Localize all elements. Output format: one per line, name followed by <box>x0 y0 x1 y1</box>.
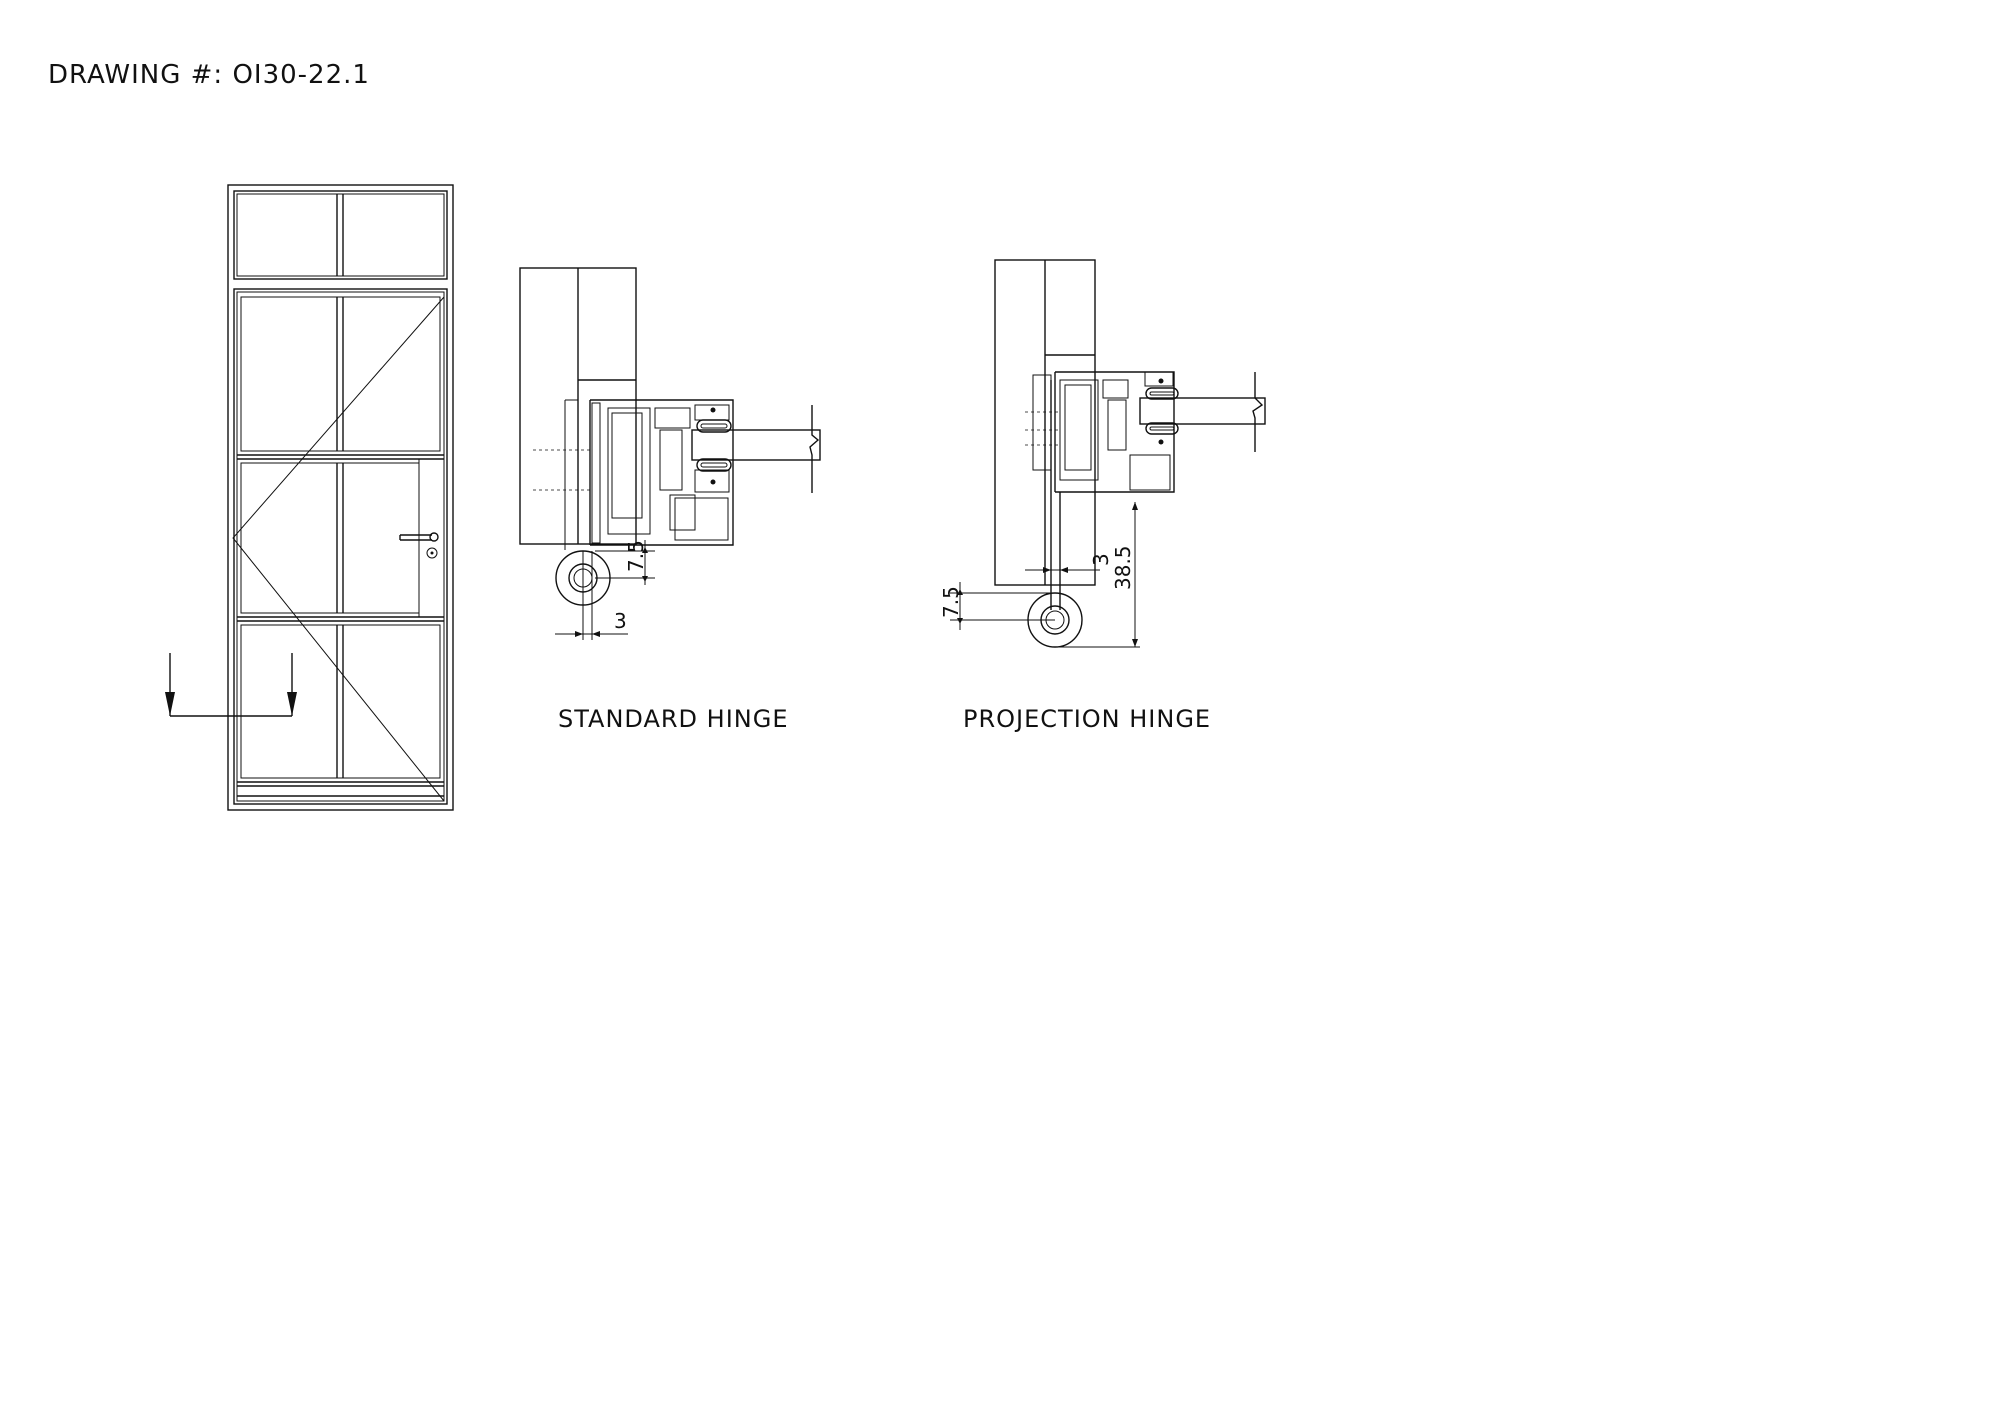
drawing-sheet: DRAWING #: OI30-22.1 <box>0 0 1400 990</box>
door-pane-lower <box>240 624 441 779</box>
standard-hinge-detail: 7.5 3 <box>519 267 821 640</box>
projection-dim-projection: 38.5 <box>1111 545 1135 590</box>
door-pane-middle <box>240 462 420 614</box>
projection-gasket-top <box>1145 387 1179 400</box>
standard-dim-gap: 3 <box>614 609 627 633</box>
projection-hinge-caption: PROJECTION HINGE <box>963 705 1212 733</box>
projection-glass-panel <box>1139 397 1266 425</box>
door-swing-indicator <box>232 296 445 802</box>
lock-stile <box>418 458 445 618</box>
standard-dim-offset: 7.5 <box>624 540 648 572</box>
door-pane-upper <box>240 296 441 452</box>
section-marker <box>165 653 297 717</box>
projection-frame-profile <box>1055 371 1175 493</box>
standard-glass-panel <box>691 429 821 461</box>
standard-gasket-top <box>696 419 732 433</box>
door-elevation <box>165 184 454 811</box>
transom-frame <box>233 190 448 280</box>
projection-dim-gap: 3 <box>1089 553 1113 566</box>
door-outer-frame <box>227 184 454 811</box>
drawing-number: DRAWING #: OI30-22.1 <box>48 60 370 90</box>
drawing-canvas: 7.5 3 <box>165 184 1266 811</box>
projection-hinge-detail: 3 38.5 7.5 <box>939 259 1266 648</box>
projection-gasket-bottom <box>1145 422 1179 435</box>
lock-cylinder <box>426 547 438 559</box>
door-leaf <box>233 288 448 805</box>
standard-hinge-caption: STANDARD HINGE <box>558 705 789 733</box>
standard-gasket-bottom <box>696 458 732 472</box>
projection-dim-offset: 7.5 <box>939 586 963 618</box>
standard-frame-profile <box>590 399 734 546</box>
